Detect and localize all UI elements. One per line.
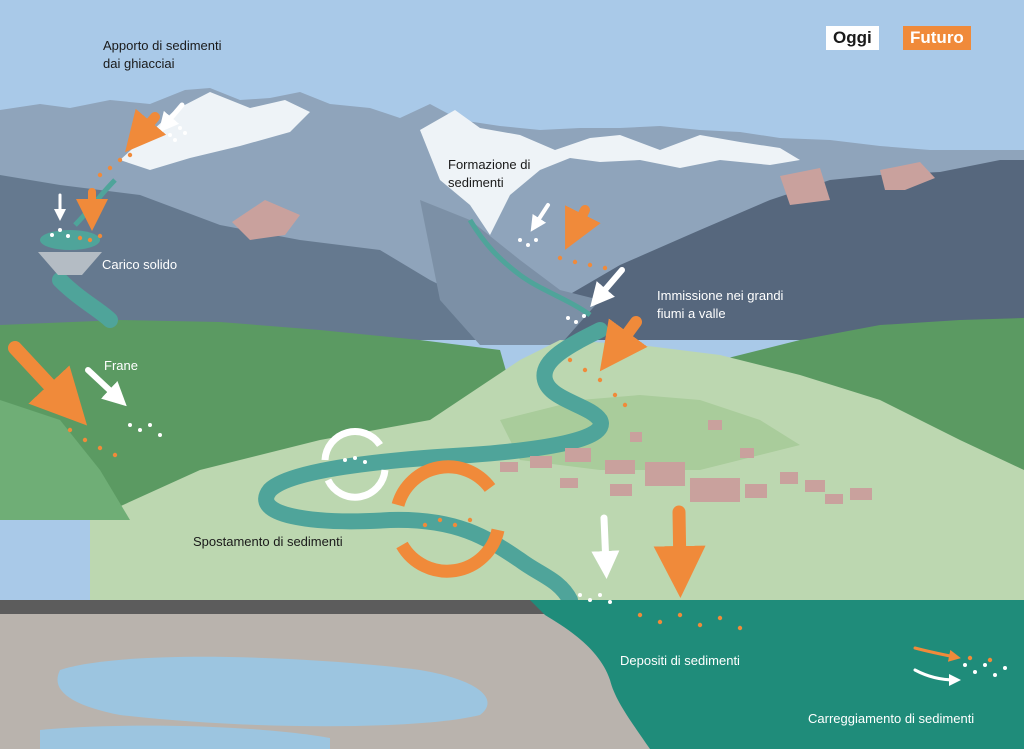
legend-future: Futuro [903,26,971,50]
label-sediment-deposits: Depositi di sedimenti [620,653,740,668]
legend-today: Oggi [826,26,879,50]
label-river-input-line2: fiumi a valle [657,306,726,321]
label-glacier-supply: Apporto di sedimenti dai ghiacciai [103,37,222,73]
groundwater-lens-2 [40,725,330,749]
label-sediment-transport: Carreggiamento di sedimenti [808,711,975,726]
arrow-today-formation [530,203,550,232]
village [500,420,872,504]
arrows-today [54,102,961,686]
green-hill-left [0,320,520,520]
label-sediment-formation: Formazione di sedimenti [448,156,530,192]
arrow-today-river-input [590,267,625,308]
glacier-snow [120,92,310,170]
mid-mountain-right [560,160,1024,340]
cycle-future [391,460,505,578]
sediment-dots-future [67,152,993,663]
cycle-today [321,428,389,501]
retention-basin [40,230,100,250]
rock-outcrop-2 [780,168,830,205]
label-sediment-formation-line1: Formazione di [448,157,531,172]
retention-basin-funnel [38,252,102,275]
arrow-future-river-input [599,316,648,372]
valley-floor [90,340,1024,600]
lake [530,600,1024,749]
label-river-input: Immissione nei grandi fiumi a valle [657,287,783,323]
mid-mountain-left [0,175,500,340]
arrows-future [8,108,961,662]
label-solid-load: Carico solido [102,257,178,272]
groundwater-lens-1 [57,656,488,727]
rock-outcrop-1 [232,200,300,240]
arrow-future-transport [913,646,961,662]
arrow-future-formation [565,205,601,250]
label-river-input-line1: Immissione nei grandi [657,288,784,303]
label-glacier-supply-line1: Apporto di sedimenti [103,38,222,53]
center-valley-slope [420,200,600,345]
arrow-today-landslide [85,367,127,407]
snow-peaks-center [420,110,800,235]
arrow-today-deposit [591,514,620,579]
label-sediment-displacement: Spostamento di sedimenti [193,534,343,549]
arrow-future-deposit [653,505,706,598]
sediment-dots-today [50,126,1007,677]
arrow-future-glacier [125,108,167,153]
label-glacier-supply-line2: dai ghiacciai [103,56,175,71]
arrow-today-glacier [158,102,185,133]
rock-outcrop-3 [880,162,935,190]
green-field-left [0,400,130,520]
arrow-today-transport [913,668,961,686]
arrow-future-landslide [8,341,88,426]
label-landslides: Frane [104,358,138,373]
label-sediment-formation-line2: sedimenti [448,175,504,190]
